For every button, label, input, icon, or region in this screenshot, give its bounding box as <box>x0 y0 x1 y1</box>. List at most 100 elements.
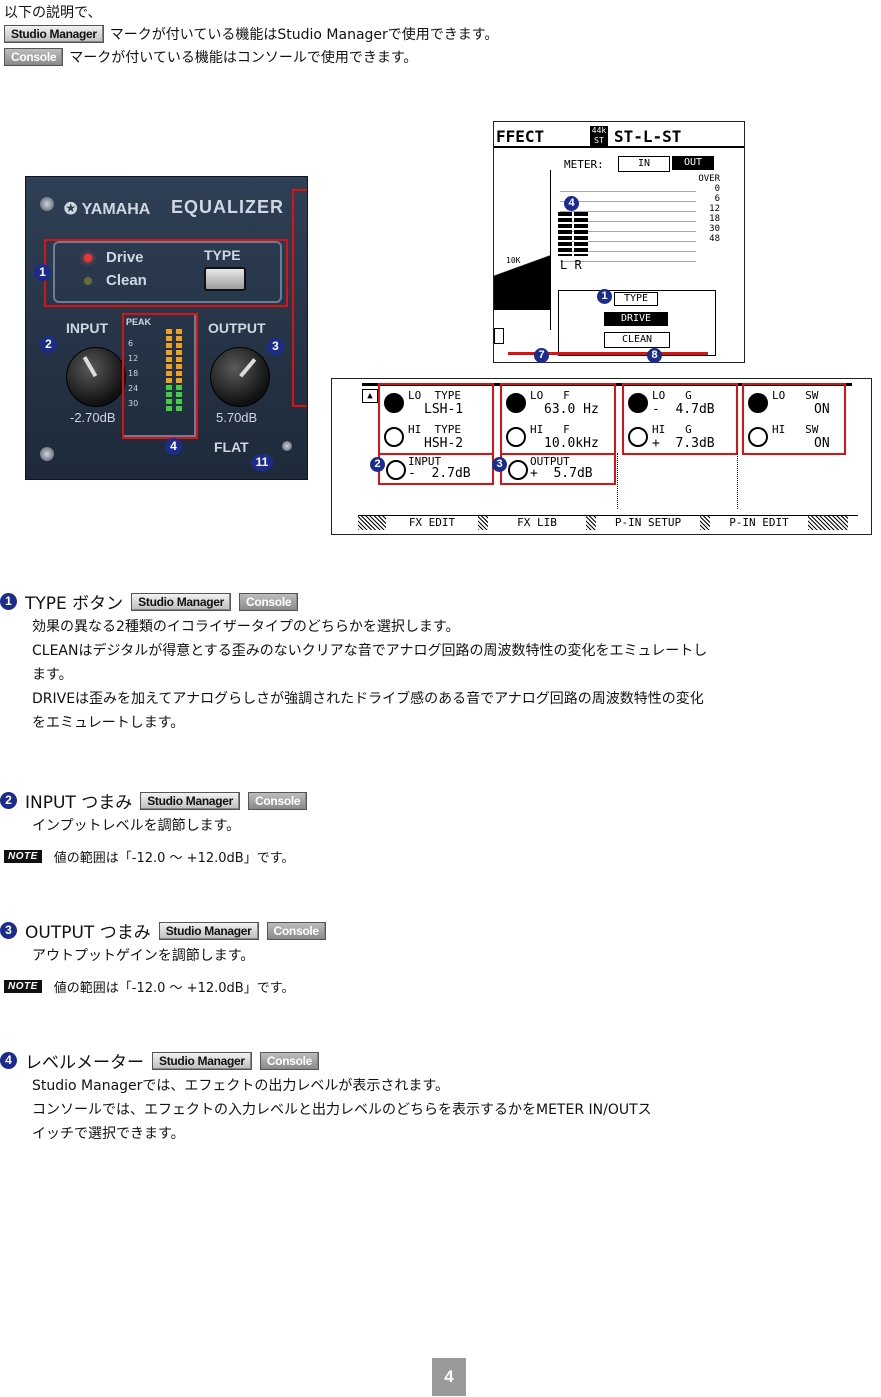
console-tag: Console <box>4 48 64 66</box>
lcd-clean-button[interactable]: CLEAN <box>604 332 670 348</box>
tab-hatch <box>586 516 596 530</box>
studio-manager-tag: Studio Manager <box>4 25 104 43</box>
callout-3: 3 <box>267 338 284 355</box>
hi-gain-label: HI G <box>652 423 692 436</box>
studio-manager-tag: Studio Manager <box>152 1051 252 1070</box>
section-number: 4 <box>0 1052 17 1069</box>
input-param-box: INPUT - 2.7dB <box>378 453 494 485</box>
flat-button[interactable] <box>282 441 292 451</box>
output-param-label: OUTPUT <box>530 455 570 468</box>
lo-gain-label: LO G <box>652 389 692 402</box>
eq-curve-graph: 10K <box>494 170 551 330</box>
lo-type-dial-icon[interactable] <box>384 393 404 413</box>
output-knob[interactable] <box>210 347 270 407</box>
section-number: 2 <box>0 792 17 809</box>
meter-bar-r <box>574 212 588 256</box>
hi-gain-value: + 7.3dB <box>652 436 715 451</box>
meter-out-button[interactable]: OUT <box>672 156 714 170</box>
section-body: インプットレベルを調節します。 <box>32 818 241 834</box>
tab-hatch <box>478 516 488 530</box>
section-type-button: 1 TYPE ボタン Studio Manager Console <box>0 589 299 614</box>
lcd-effect-title: FFECT <box>496 127 545 146</box>
callout-1: 1 <box>34 264 51 281</box>
hi-switch-dial-icon[interactable] <box>748 427 768 447</box>
clean-label: Clean <box>106 272 147 289</box>
callout-4-lcd: 4 <box>564 196 579 211</box>
input-dial-icon[interactable] <box>386 460 406 480</box>
hi-gain-dial-icon[interactable] <box>628 427 648 447</box>
lo-type-value: LSH-1 <box>424 402 464 417</box>
callout-2: 2 <box>40 336 57 353</box>
meter-in-button[interactable]: IN <box>618 156 670 172</box>
drive-label: Drive <box>106 249 144 266</box>
section-title: TYPE ボタン <box>25 594 124 614</box>
lo-type-label: LO TYPE <box>408 389 461 402</box>
note-line: NOTE 値の範囲は「-12.0 ～ +12.0dB」です。 <box>4 847 294 866</box>
panel-title: EQUALIZER <box>171 197 285 217</box>
hi-freq-value: 10.0kHz <box>544 436 599 451</box>
input-knob[interactable] <box>66 347 126 407</box>
type-highlight <box>44 239 288 307</box>
output-param-value: + 5.7dB <box>530 466 593 481</box>
screw-icon <box>40 197 54 211</box>
flat-label: FLAT <box>214 439 249 455</box>
hi-freq-dial-icon[interactable] <box>506 427 526 447</box>
lo-gain-dial-icon[interactable] <box>628 393 648 413</box>
legend-line-1: マークが付いている機能はStudio Managerで使用できます。 <box>109 27 499 43</box>
callout-8: 8 <box>647 348 662 363</box>
lo-switch-label: LO SW <box>772 389 819 402</box>
page-number: 4 <box>432 1358 466 1396</box>
lcd-drive-button[interactable]: DRIVE <box>604 312 668 326</box>
divider <box>617 453 618 509</box>
drive-led-icon <box>84 254 92 262</box>
callout-11: 11 <box>251 454 273 471</box>
type-button[interactable] <box>204 267 246 291</box>
hi-freq-label: HI F <box>530 423 570 436</box>
output-dial-icon[interactable] <box>508 460 528 480</box>
note-badge: NOTE <box>4 980 42 993</box>
freq-label: 10K <box>506 256 521 265</box>
tab-fx-lib[interactable]: FX LIB <box>517 516 557 529</box>
type-params-box: LO TYPE LSH-1 HI TYPE HSH-2 <box>378 383 494 455</box>
lcd-edge-marker <box>494 328 504 344</box>
note-badge: NOTE <box>4 850 42 863</box>
section-title: OUTPUT つまみ <box>25 923 151 943</box>
lo-freq-dial-icon[interactable] <box>506 393 526 413</box>
note-line: NOTE 値の範囲は「-12.0 ～ +12.0dB」です。 <box>4 977 294 996</box>
legend-line-2: マークが付いている機能はコンソールで使用できます。 <box>69 50 418 66</box>
hi-type-dial-icon[interactable] <box>384 427 404 447</box>
peak-label: PEAK <box>126 317 152 327</box>
note-text: 値の範囲は「-12.0 ～ +12.0dB」です。 <box>53 981 295 996</box>
equalizer-panel: ✪ YAMAHA EQUALIZER Drive Clean TYPE PEAK… <box>25 176 308 480</box>
lo-switch-dial-icon[interactable] <box>748 393 768 413</box>
section-level-meter: 4 レベルメーター Studio Manager Console <box>0 1048 320 1073</box>
studio-manager-tag: Studio Manager <box>140 791 241 810</box>
lo-freq-value: 63.0 Hz <box>544 402 599 417</box>
lcd-tab-bar: FX EDIT FX LIB P-IN SETUP P-IN EDIT <box>358 515 858 530</box>
intro-text: 以下の説明で、 <box>4 5 102 21</box>
tab-p-in-setup[interactable]: P-IN SETUP <box>614 516 682 529</box>
output-label: OUTPUT <box>208 320 266 336</box>
console-tag: Console <box>238 592 299 611</box>
scroll-up-icon[interactable]: ▲ <box>362 389 378 403</box>
section-output-knob: 3 OUTPUT つまみ Studio Manager Console <box>0 918 326 943</box>
meter-highlight <box>122 313 198 439</box>
lcd-preset-name: ST-L-ST <box>614 127 682 146</box>
input-label: INPUT <box>66 320 108 336</box>
tab-p-in-edit[interactable]: P-IN EDIT <box>729 516 789 529</box>
level-meter-left <box>166 327 172 411</box>
clean-led-icon <box>84 277 92 285</box>
type-box <box>558 290 716 356</box>
tab-fx-edit[interactable]: FX EDIT <box>408 516 456 529</box>
callout-4: 4 <box>165 438 182 455</box>
legend-console: Console マークが付いている機能はコンソールで使用できます。 <box>4 47 417 67</box>
studio-manager-tag: Studio Manager <box>158 921 259 940</box>
screw-icon <box>40 447 54 461</box>
gain-params-box: LO G - 4.7dB HI G + 7.3dB <box>622 383 738 455</box>
hi-type-value: HSH-2 <box>424 436 464 451</box>
tab-hatch <box>700 516 710 530</box>
lcd-type-label: TYPE <box>614 292 658 306</box>
lr-label: L R <box>560 258 582 272</box>
